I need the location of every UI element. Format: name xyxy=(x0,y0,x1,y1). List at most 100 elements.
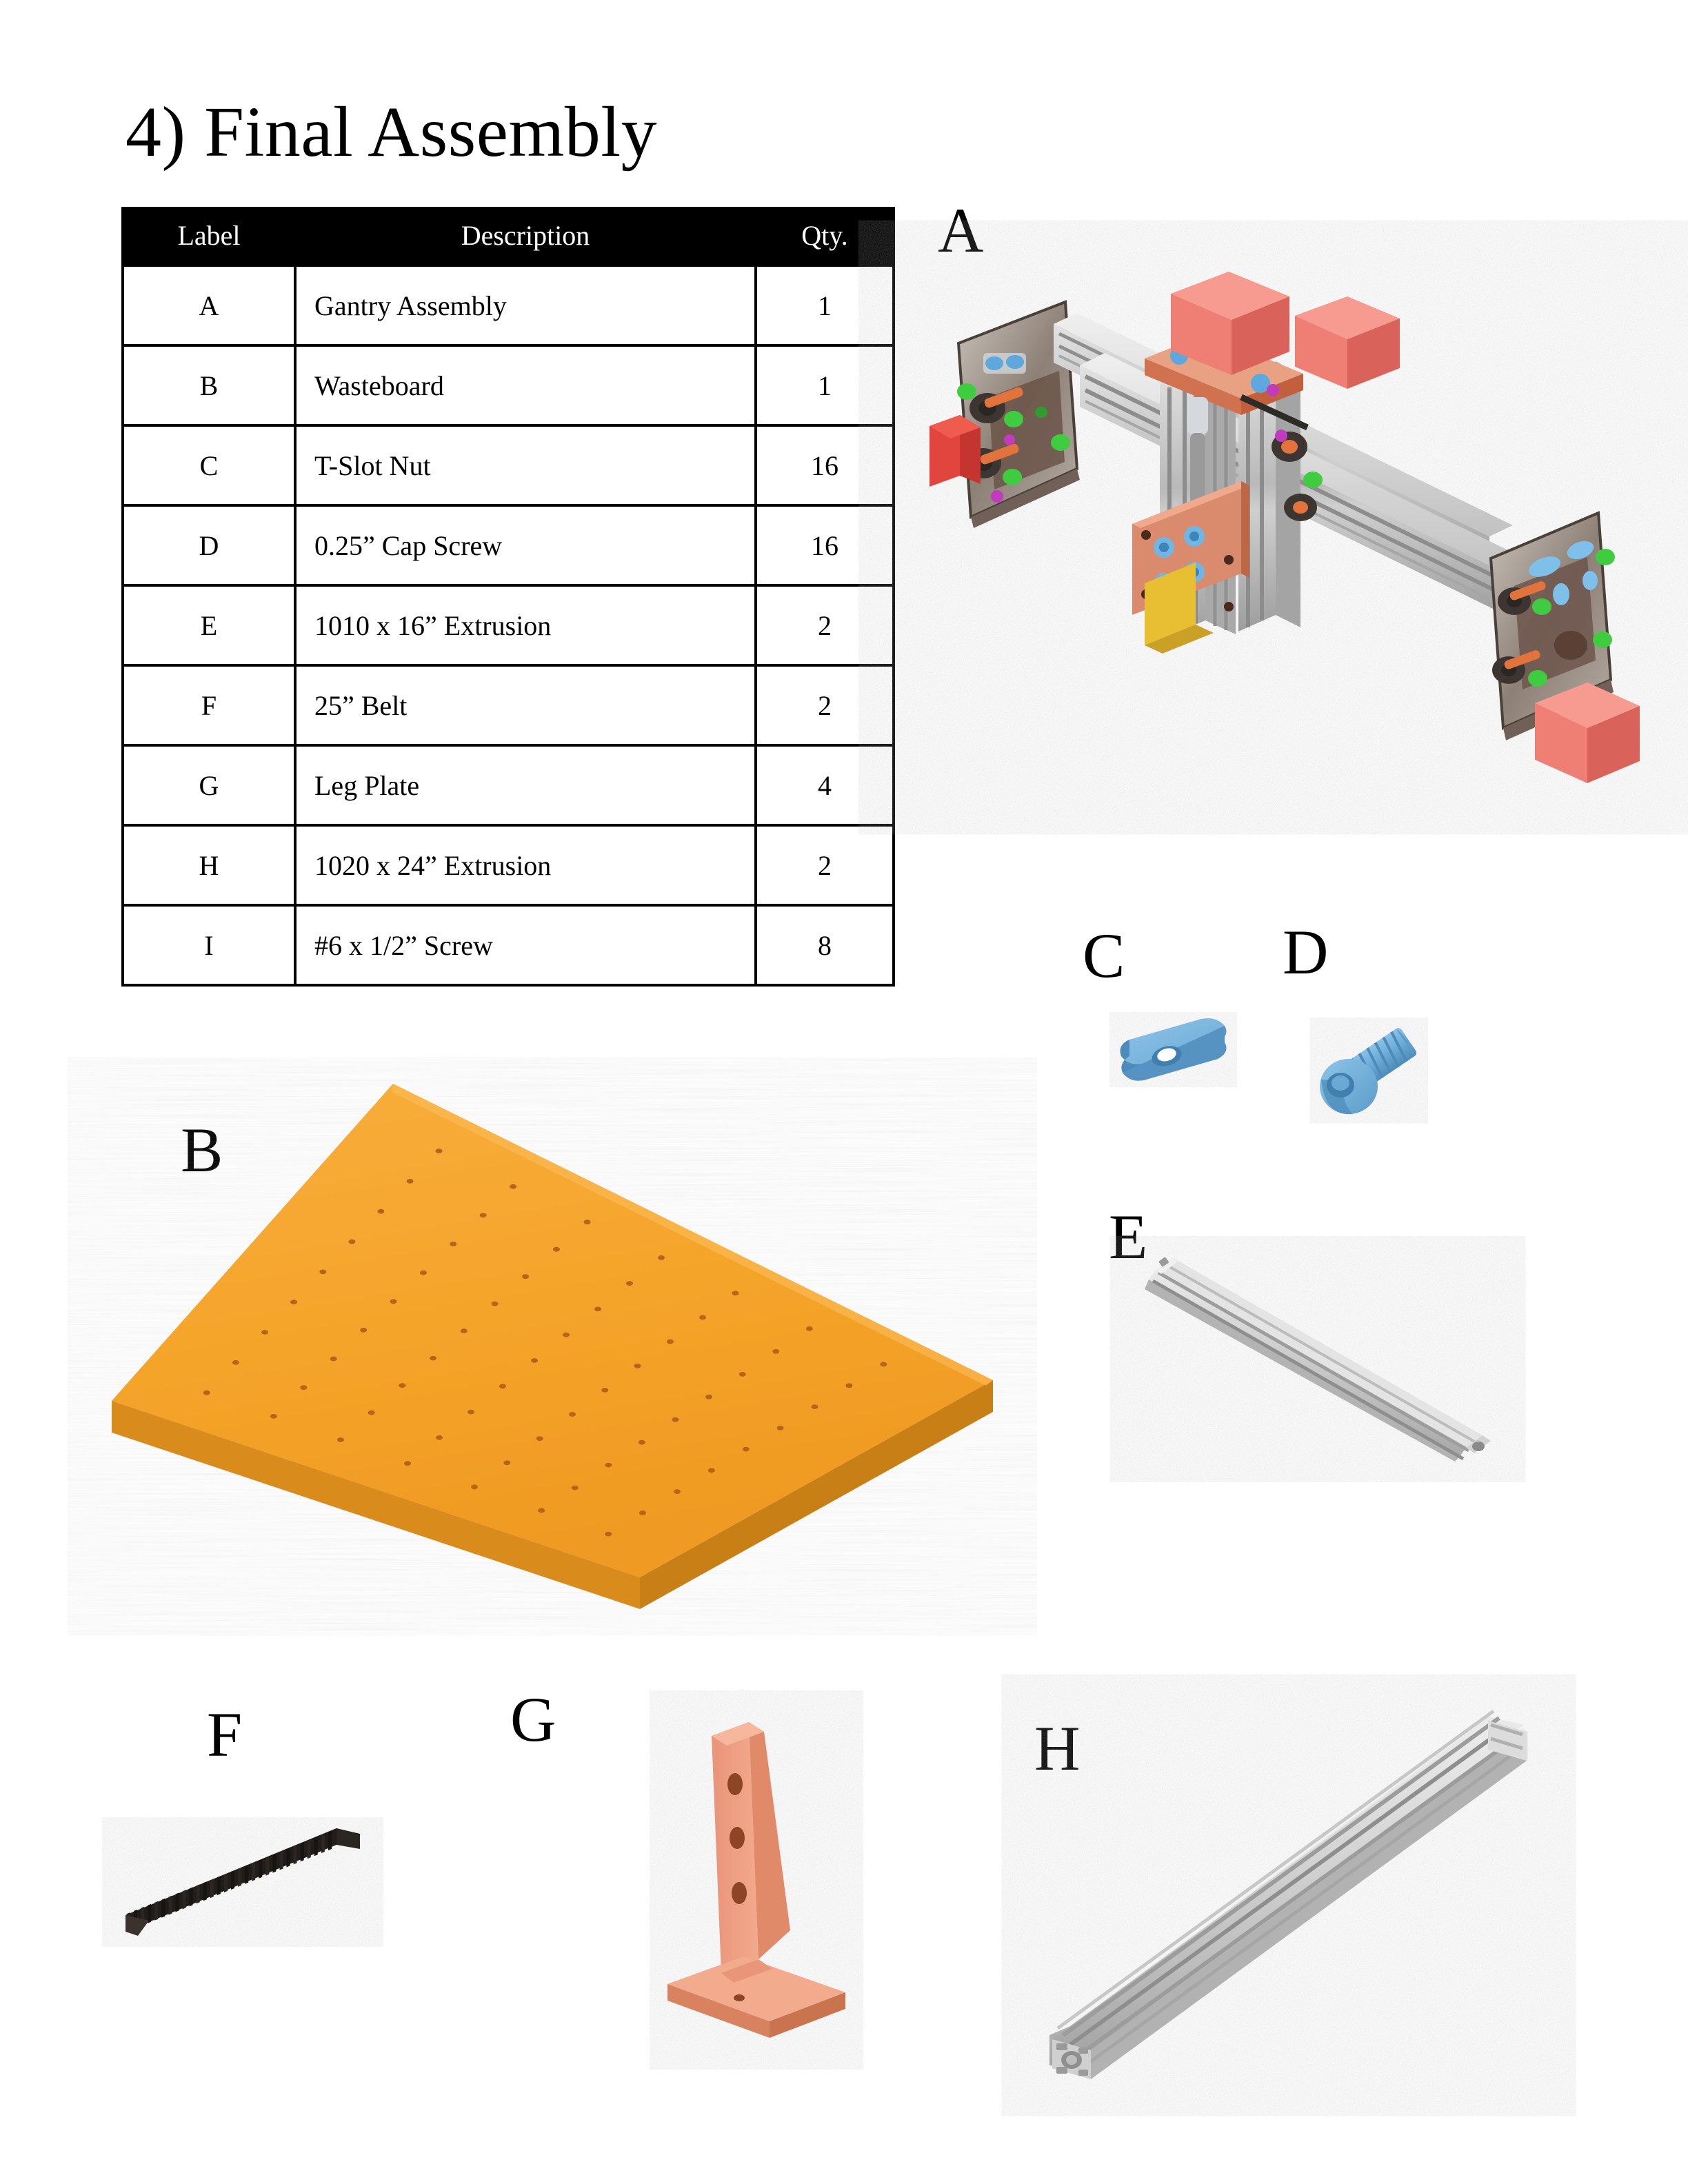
wasteboard-hole xyxy=(626,1281,633,1286)
wasteboard-hole xyxy=(880,1362,887,1367)
wasteboard-hole xyxy=(666,1339,674,1344)
wasteboard-hole xyxy=(699,1315,707,1320)
part-figure-cap-screw xyxy=(1310,1013,1448,1124)
wasteboard-hole xyxy=(390,1299,397,1304)
belt-body xyxy=(125,1828,360,1936)
belt-tooth xyxy=(154,1901,159,1921)
part-caption-c: C xyxy=(1083,920,1125,991)
cell-description: Wasteboard xyxy=(294,344,757,427)
part-figure-leg-plate xyxy=(662,1703,869,2048)
wasteboard-hole xyxy=(776,1426,784,1430)
cell-qty: 16 xyxy=(754,424,895,507)
wasteboard-hole xyxy=(538,1508,545,1513)
wasteboard-hole xyxy=(406,1179,414,1184)
part-caption-h: H xyxy=(1034,1713,1081,1783)
wasteboard-hole xyxy=(569,1412,576,1417)
belt-tooth xyxy=(203,1881,207,1901)
wasteboard-hole xyxy=(399,1383,406,1388)
wasteboard-hole xyxy=(300,1385,308,1391)
belt-tooth xyxy=(321,1834,325,1854)
belt-tooth xyxy=(328,1831,332,1851)
wasteboard-hole xyxy=(605,1531,612,1537)
wasteboard-hole xyxy=(232,1360,239,1365)
cell-label: C xyxy=(121,424,297,507)
column-header-label: Label xyxy=(121,207,297,267)
part-figure-wasteboard xyxy=(97,1069,1034,1627)
cell-label: E xyxy=(121,584,297,667)
cell-label: D xyxy=(121,504,297,587)
wasteboard-hole-grid xyxy=(203,1149,887,1537)
belt-tooth xyxy=(238,1867,242,1887)
wasteboard-hole xyxy=(571,1485,579,1490)
belt-tooth xyxy=(161,1898,165,1918)
cell-label: B xyxy=(121,344,297,427)
part-caption-d: D xyxy=(1283,917,1329,987)
wasteboard-hole xyxy=(672,1417,679,1422)
belt-tooth xyxy=(217,1876,221,1896)
belt-tooth xyxy=(259,1859,263,1879)
extrusion-end-profile xyxy=(1052,2039,1091,2079)
wasteboard-hole xyxy=(360,1328,368,1333)
wasteboard-hole xyxy=(435,1149,443,1153)
belt-tooth xyxy=(252,1861,256,1881)
belt-tooth xyxy=(279,1850,283,1870)
belt-tooth xyxy=(307,1839,311,1859)
wasteboard-hole xyxy=(348,1239,356,1244)
wasteboard-hole xyxy=(563,1332,570,1337)
cell-qty: 4 xyxy=(754,744,895,827)
part-caption-f: F xyxy=(207,1699,243,1770)
wasteboard-hole xyxy=(805,1326,813,1331)
belt-tooth xyxy=(314,1837,318,1857)
cell-qty: 2 xyxy=(754,824,895,907)
belt-tooth xyxy=(196,1884,200,1904)
belt-tooth xyxy=(210,1879,214,1899)
part-figure-belt xyxy=(117,1799,434,1958)
cell-qty: 8 xyxy=(754,904,895,987)
wasteboard-hole xyxy=(638,1439,645,1445)
wasteboard-hole xyxy=(811,1404,818,1409)
belt-tooth xyxy=(168,1895,172,1915)
wasteboard-hole xyxy=(639,1510,646,1515)
gantry-right-end-plate xyxy=(1489,511,1640,783)
part-caption-e: E xyxy=(1109,1202,1148,1272)
wasteboard-hole xyxy=(742,1446,750,1452)
wasteboard-hole xyxy=(460,1328,468,1333)
belt-tooth xyxy=(265,1856,270,1876)
part-caption-a: A xyxy=(938,195,984,265)
wasteboard-hole xyxy=(634,1363,641,1368)
cell-qty: 2 xyxy=(754,584,895,667)
wasteboard-hole xyxy=(290,1300,298,1305)
wasteboard-hole xyxy=(738,1372,746,1377)
belt-tooth xyxy=(189,1887,193,1907)
wasteboard-hole xyxy=(732,1291,739,1296)
cell-description: 25” Belt xyxy=(294,664,757,747)
wasteboard-hole xyxy=(499,1384,506,1389)
wasteboard-hole xyxy=(330,1356,337,1362)
cell-label: F xyxy=(121,664,297,747)
wasteboard-hole xyxy=(605,1462,612,1468)
cell-qty: 2 xyxy=(754,664,895,747)
part-figure-gantry-assembly xyxy=(917,262,1648,827)
wasteboard-hole xyxy=(601,1388,609,1393)
belt-tooth xyxy=(223,1873,228,1893)
wasteboard-hole xyxy=(658,1255,665,1260)
wasteboard-hole xyxy=(772,1349,780,1354)
wasteboard-hole xyxy=(436,1435,443,1440)
wasteboard-hole xyxy=(261,1330,269,1335)
cell-description: Leg Plate xyxy=(294,744,757,827)
cell-label: I xyxy=(121,904,297,987)
wasteboard-hole xyxy=(845,1383,853,1388)
cell-description: 0.25” Cap Screw xyxy=(294,504,757,587)
part-figure-extrusion-1010 xyxy=(1138,1248,1503,1462)
wasteboard-hole xyxy=(552,1246,560,1252)
wasteboard-hole xyxy=(468,1409,474,1415)
